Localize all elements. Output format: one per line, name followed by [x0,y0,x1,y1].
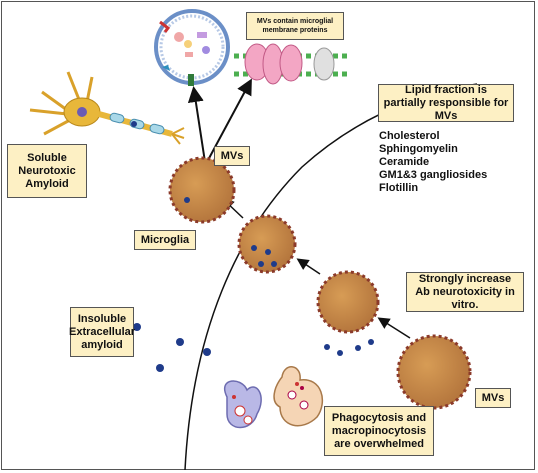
arrow-chain-2 [296,258,321,275]
microglia-icon [168,156,236,224]
neuron-icon [29,71,185,145]
mvs-top-label: MVs [214,146,250,166]
lipid-list: Cholesterol Sphingomyelin Ceramide GM1&3… [379,130,487,195]
microglia-icon [396,334,472,410]
strongly-increase-box: Strongly increase Ab neurotoxicity in vi… [406,272,524,312]
phagocytosis-box: Phagocytosis and macropinocytosis are ov… [324,406,434,456]
vesicle-icon [154,9,230,86]
microglia-icon [316,270,380,356]
arrow-chain-3 [377,317,411,339]
lipid-item: Flotillin [379,182,419,194]
lipid-item: GM1&3 gangliosides [379,169,488,181]
macrophage-icon [224,380,262,429]
macrophage-icon [273,366,324,427]
lipid-fraction-box: Lipid fraction is partially responsible … [378,84,514,122]
mv-membrane-note: MVs contain microglial membrane proteins [246,12,344,40]
microglia-label: Microglia [134,230,196,250]
amyloid-dot-icon [133,323,211,372]
microglia-icon [237,214,297,274]
lipid-item: Ceramide [379,156,430,168]
lipid-item: Sphingomyelin [379,143,458,155]
arrow-to-vesicle [187,86,206,163]
insoluble-amyloid-box: Insoluble Extracellular amyloid [69,307,135,357]
soluble-amyloid-box: Soluble Neurotoxic Amyloid [7,144,87,198]
membrane-icon [234,43,347,85]
lipid-item: Cholesterol [379,130,440,142]
mvs-bottom-label: MVs [475,388,511,408]
